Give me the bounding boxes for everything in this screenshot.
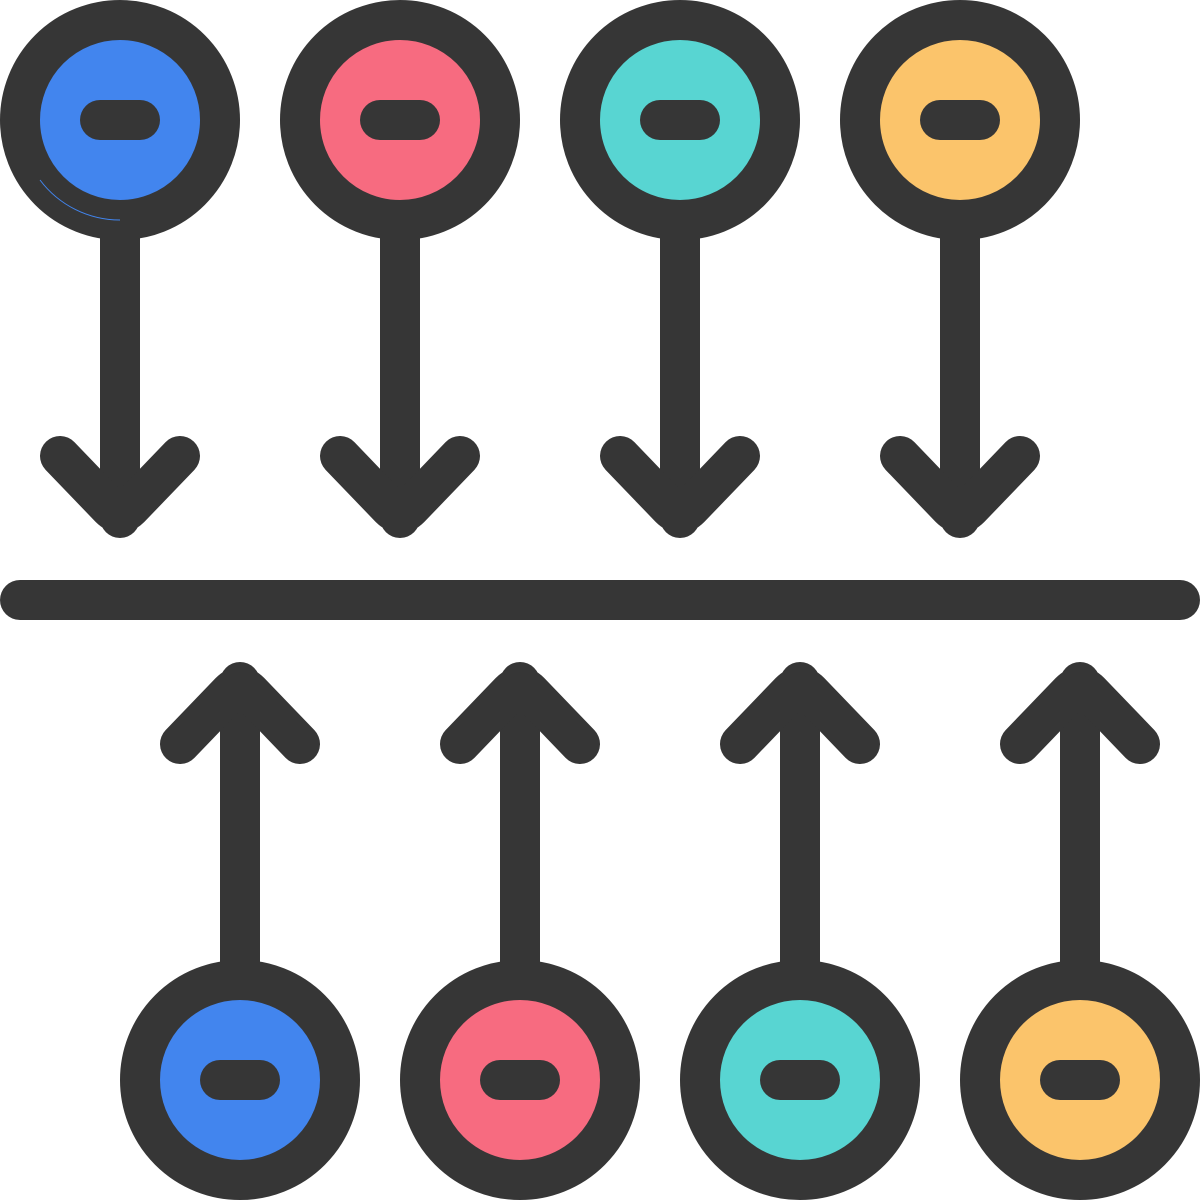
- arrow-up-icon: [160, 662, 320, 1000]
- arrow-down-icon: [600, 200, 760, 538]
- arrow-down-icon-head: [320, 436, 480, 533]
- arrow-up-icon: [1000, 662, 1160, 1000]
- charge-top-blue: [0, 0, 240, 538]
- arrow-up-icon-head: [160, 667, 320, 764]
- arrow-up-icon: [720, 662, 880, 1000]
- arrow-up-icon-head: [1000, 667, 1160, 764]
- charge-bottom-red: [400, 662, 640, 1200]
- arrow-up-icon-head: [720, 667, 880, 764]
- arrow-down-icon: [40, 200, 200, 538]
- charge-top-red: [280, 0, 520, 538]
- arrow-down-icon: [320, 200, 480, 538]
- arrow-down-icon: [880, 200, 1040, 538]
- arrow-down-icon-head: [880, 436, 1040, 533]
- charge-top-blue-circle: [0, 0, 240, 240]
- charge-top-yellow: [840, 0, 1080, 538]
- charge-bottom-yellow-circle: [960, 960, 1200, 1200]
- charge-bottom-yellow: [960, 662, 1200, 1200]
- charge-top-teal-circle: [560, 0, 800, 240]
- arrow-down-icon-head: [600, 436, 760, 533]
- ring-notch: [39, 179, 121, 221]
- arrow-up-icon: [440, 662, 600, 1000]
- charge-bottom-teal: [680, 662, 920, 1200]
- arrow-down-icon-head: [40, 436, 200, 533]
- charge-bottom-blue-circle: [120, 960, 360, 1200]
- charge-bottom-blue: [120, 662, 360, 1200]
- charge-bottom-teal-circle: [680, 960, 920, 1200]
- charge-top-yellow-circle: [840, 0, 1080, 240]
- charge-bottom-red-circle: [400, 960, 640, 1200]
- charge-top-teal: [560, 0, 800, 538]
- charge-top-red-circle: [280, 0, 520, 240]
- arrow-up-icon-head: [440, 667, 600, 764]
